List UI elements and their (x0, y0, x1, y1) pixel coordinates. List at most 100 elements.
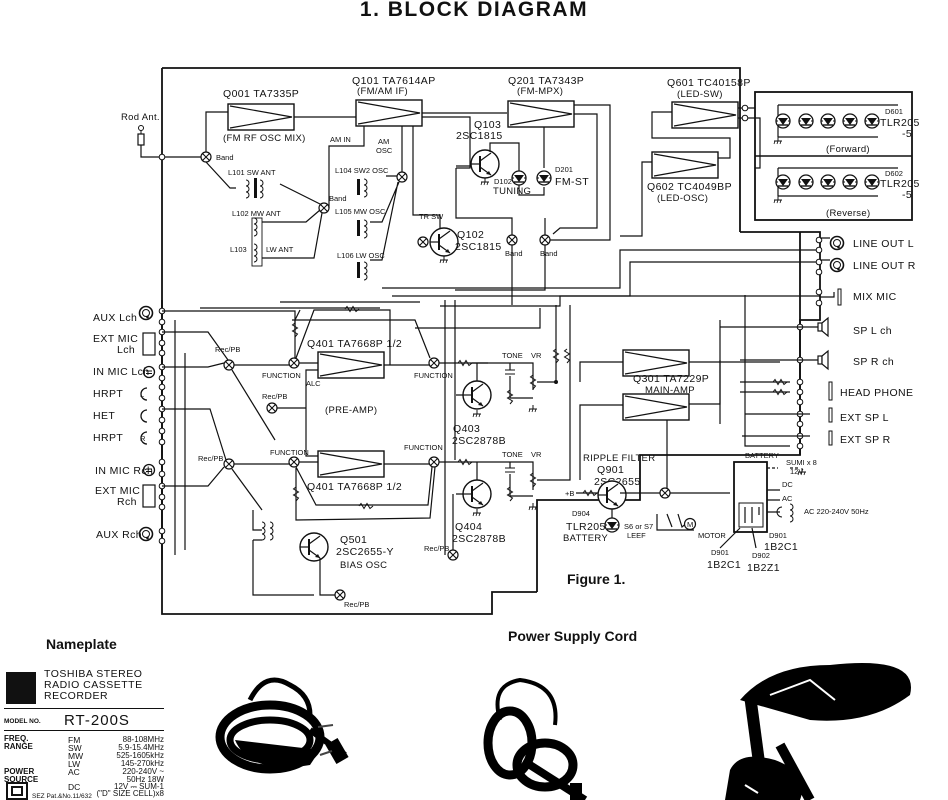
frame-outline (161, 67, 741, 615)
power-cord-heading: Power Supply Cord (508, 628, 638, 644)
tr-sw-label: TR SW (419, 212, 444, 221)
q501-transistor (299, 532, 329, 562)
d902-part: 1B2Z1 (747, 562, 780, 574)
brand-line-1: TOSHIBA STEREO (44, 668, 143, 680)
out-ext-sp-r: EXT SP R (840, 434, 891, 446)
q301-lower-amp (622, 393, 690, 421)
power-cord-image-2 (483, 677, 588, 800)
out-ext-sp-l: EXT SP L (840, 412, 889, 424)
d601-suffix: -5 (902, 128, 912, 140)
q401-lower-amp (317, 450, 385, 478)
battery-v: 12V (790, 467, 803, 476)
aux-lch-jack (138, 305, 154, 321)
am-in-label: AM IN (330, 135, 351, 144)
band-switch-q102 (417, 236, 429, 248)
q201-name: Q201 TA7343P (508, 75, 584, 87)
function-switch-4 (428, 456, 440, 468)
d201-name: D201 (555, 165, 573, 174)
q404-part: 2SC2878B (452, 533, 506, 545)
power-cord-image-3 (725, 663, 911, 800)
ext-sp-r-jack (828, 430, 833, 446)
ac-in-label: AC 220-240V 50Hz (804, 507, 869, 516)
dc-value-2: ("D" SIZE CELL)x8 (96, 789, 164, 798)
motor-icon: M (683, 517, 697, 531)
q404-transistor (462, 479, 492, 509)
l106-label: L106 LW OSC (337, 251, 385, 260)
ext-sp-l-jack (828, 407, 833, 423)
d602-desc: (Reverse) (826, 208, 870, 219)
plus-b-label: +B (565, 489, 574, 498)
q103-part: 2SC1815 (456, 130, 503, 142)
am-osc-label-1: AM (378, 137, 389, 146)
d601-desc: (Forward) (826, 144, 870, 155)
in-het: HET (93, 410, 115, 422)
l104-label: L104 SW2 OSC (335, 166, 389, 175)
q201-desc: (FM-MPX) (517, 86, 563, 97)
power-switch (659, 487, 671, 499)
band-label-3: Band (505, 249, 523, 258)
q001-name: Q001 TA7335P (223, 88, 299, 100)
function-switch-3 (288, 456, 300, 468)
q102-part: 2SC1815 (455, 241, 502, 253)
q102-name: Q102 (457, 229, 484, 241)
dc-value: 12V ⎓ SUM-1 (114, 782, 164, 791)
q103-name: Q103 (474, 119, 501, 131)
ripple-filter-label: RIPPLE FILTER (583, 453, 655, 464)
d901b-name: D901 (769, 531, 787, 540)
q602-desc: (LED-OSC) (657, 193, 708, 204)
in-in-mic-rch: IN MIC Rch (95, 465, 153, 477)
band-mw: MW (68, 751, 84, 761)
band-switch-4 (539, 234, 551, 246)
q101-name: Q101 TA7614AP (352, 75, 436, 87)
band-switch-3 (506, 234, 518, 246)
toshiba-logo (6, 672, 36, 704)
q401-upper-amp (317, 351, 385, 379)
head-phone-jack (828, 381, 833, 401)
band-switch-2 (318, 202, 330, 214)
function-switch-1 (288, 357, 300, 369)
d602-suffix: -5 (902, 189, 912, 201)
nameplate: TOSHIBA STEREO RADIO CASSETTE RECORDER M… (4, 664, 164, 800)
ac-value-2: 50Hz 18W (126, 775, 164, 784)
range-mw: 525-1605kHz (116, 751, 164, 760)
function-label-4: FUNCTION (404, 443, 443, 452)
hrpt-r-head-icon: R (140, 431, 148, 445)
q501-name: Q501 (340, 534, 367, 546)
rec-pb-label-1: Rec/PB (215, 345, 240, 354)
q901-name: Q901 (597, 464, 624, 476)
rec-pb-label-2: Rec/PB (198, 454, 223, 463)
q101-amp (355, 99, 423, 127)
band-fm: FM (68, 735, 81, 745)
range-lw: 145-270kHz (120, 759, 164, 768)
svg-text:L: L (140, 390, 144, 399)
ac-label: AC (782, 494, 793, 503)
q404-name: Q404 (455, 521, 482, 533)
band-switch-osc (396, 171, 408, 183)
q401-lower-name: Q401 TA7668P 1/2 (307, 481, 402, 493)
d601-name: D601 (885, 107, 903, 116)
in-hrpt-l: HRPT (93, 388, 123, 400)
q601-name: Q601 TC40158P (667, 77, 751, 89)
d901a-name: D901 (711, 548, 729, 557)
rec-pb-switch-q404 (447, 549, 459, 561)
rod-ant-label: Rod Ant. (121, 112, 160, 123)
model-label: MODEL NO. (4, 718, 41, 725)
am-osc-label-2: OSC (376, 146, 393, 155)
in-ext-mic-rch: EXT MIC (95, 485, 140, 497)
brand-line-2: RADIO CASSETTE (44, 679, 143, 691)
function-label-3: FUNCTION (270, 448, 309, 457)
in-aux-rch: AUX Rch (96, 529, 142, 541)
q102-transistor (429, 227, 459, 257)
rectifier-box (733, 461, 768, 533)
d201-desc: FM-ST (555, 176, 589, 188)
svg-text:R: R (140, 434, 146, 443)
in-ext-mic-lch: EXT MIC (93, 333, 138, 345)
q301-desc: MAIN-AMP (645, 385, 695, 396)
hrpt-l-head-icon: L (140, 387, 148, 401)
figure-label: Figure 1. (567, 571, 626, 587)
q501-part: 2SC2655-Y (336, 546, 394, 558)
power-label-2: SOURCE (4, 775, 39, 784)
dc-label: DC (782, 480, 793, 489)
in-mic-lch-icon (142, 365, 156, 379)
d601-led-array (773, 104, 898, 145)
